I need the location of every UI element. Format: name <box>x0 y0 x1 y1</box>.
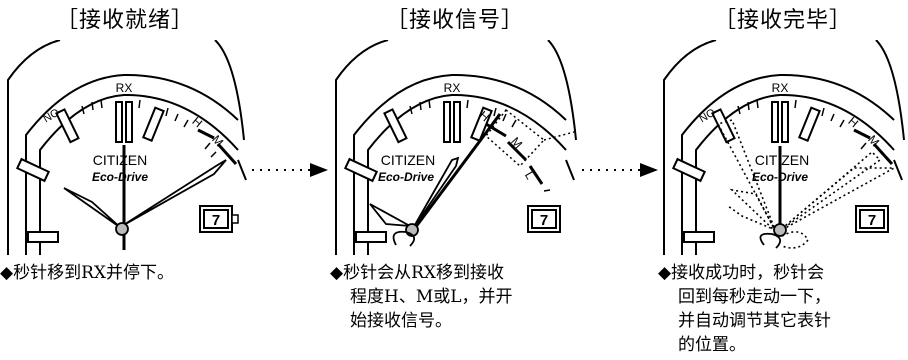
watch-case <box>7 40 247 255</box>
rx-label: RX <box>772 81 789 95</box>
h-label: H <box>845 114 861 130</box>
brand-logo: CITIZEN <box>755 152 809 168</box>
watch-illustration: RX NO H M CITIZEN Eco-Drive 7 <box>7 40 247 255</box>
dial-marks <box>15 101 165 243</box>
level-highlight-dotted <box>484 108 575 168</box>
rx-label: RX <box>444 81 461 95</box>
panel-caption: ◆秒针会从RX移到接收 程度H、M或L，并开 始接收信号。 <box>330 263 513 331</box>
minute-ticks <box>737 99 867 150</box>
panel-title: ［接收完毕］ <box>713 8 852 33</box>
svg-text:7: 7 <box>212 212 220 229</box>
brand-logo: CITIZEN <box>93 152 147 168</box>
dial-marks <box>671 101 821 243</box>
no-label: NO <box>697 106 718 125</box>
hands <box>759 146 787 249</box>
minute-ticks <box>81 99 217 158</box>
brand-logo: CITIZEN <box>381 152 435 168</box>
watch-case <box>335 40 577 255</box>
panel-title: ［接收信号］ <box>385 8 524 33</box>
panel-caption: ◆接收成功时，秒针会 回到每秒走动一下， 并自动调节其它表针 的位置。 <box>658 263 831 355</box>
date-window: 7 <box>199 205 239 233</box>
watch-case <box>663 40 905 255</box>
dial-marks <box>343 101 493 243</box>
date-window: 7 <box>855 205 889 233</box>
hands <box>369 113 502 247</box>
no-label: NO <box>41 106 62 125</box>
panel-receive-complete: ［接收完毕］ RX NO H M CITIZEN Eco-Drive <box>658 0 908 360</box>
rx-label: RX <box>116 81 133 95</box>
arrow-next-1 <box>252 163 328 177</box>
panel-caption: ◆秒针移到RX并停下。 <box>0 263 174 283</box>
minute-ticks <box>409 99 551 192</box>
watch-illustration: RX H M L CITIZEN Eco-Drive 7 <box>335 40 577 255</box>
panel-receiving-signal: ［接收信号］ RX H M L CITI <box>330 0 580 360</box>
model-logo: Eco-Drive <box>378 170 434 184</box>
date-window: 7 <box>527 205 561 233</box>
receive-level-bar <box>197 128 238 166</box>
receive-level-bar <box>853 128 894 166</box>
svg-text:7: 7 <box>868 212 876 229</box>
h-label: H <box>189 114 205 130</box>
panel-receive-ready: ［接收就绪］ RX NO H M CITIZEN Eco-Driv <box>0 0 250 360</box>
hand-motion-trails-dotted <box>716 119 895 249</box>
model-logo: Eco-Drive <box>92 170 148 184</box>
arrow-next-2 <box>582 163 658 177</box>
svg-text:7: 7 <box>540 212 548 229</box>
hands <box>63 145 227 250</box>
watch-illustration: RX NO H M CITIZEN Eco-Drive 7 <box>663 40 905 255</box>
panel-title: ［接收就绪］ <box>55 8 194 33</box>
